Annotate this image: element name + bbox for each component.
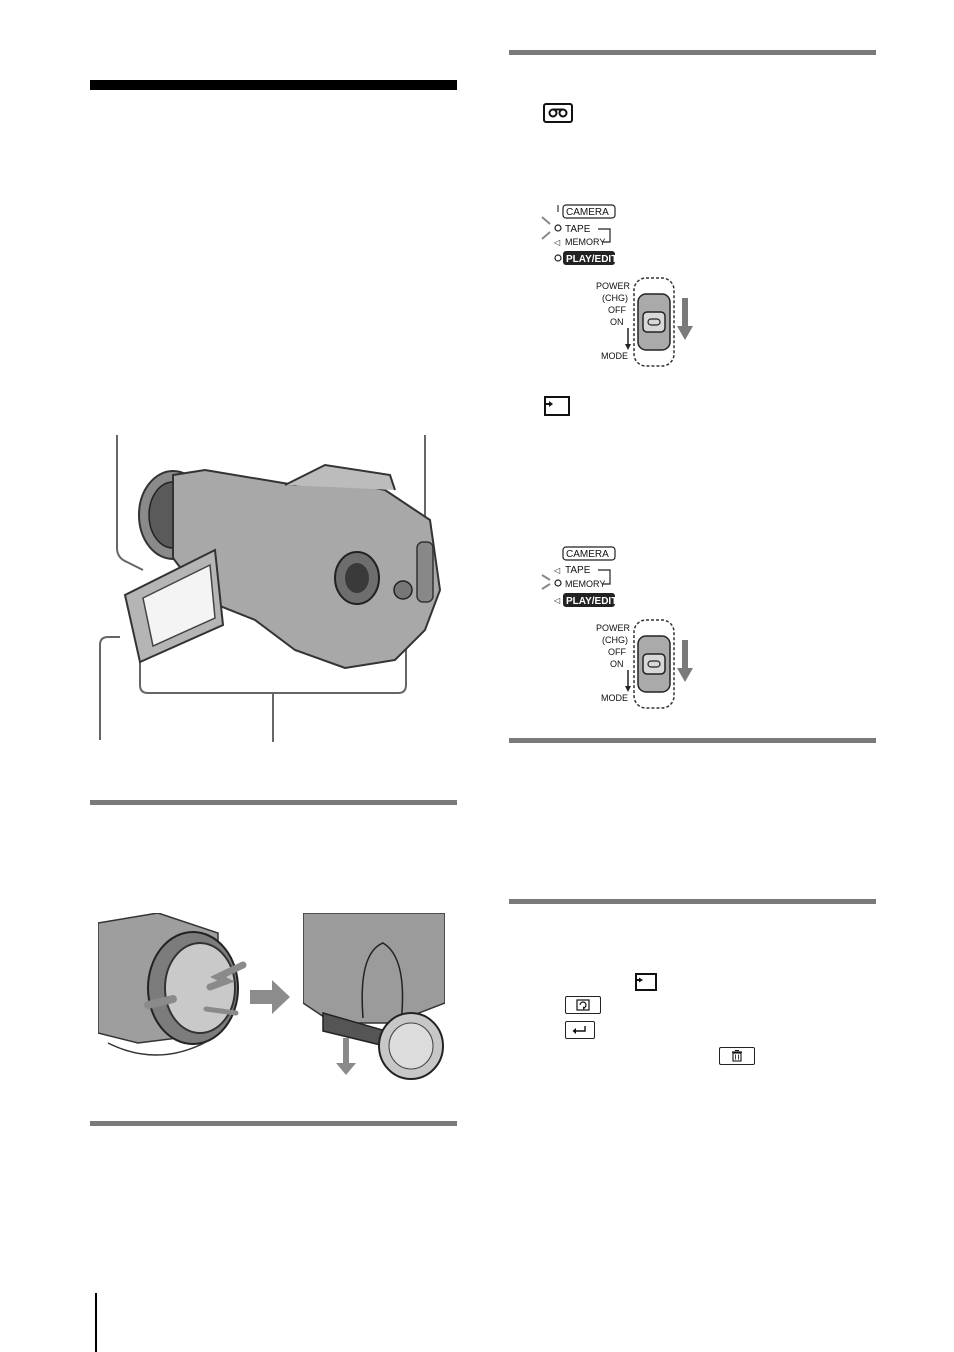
mode-lamps-tape-mode: CAMERA TAPE ◁ MEMORY PLAY/EDIT (541, 204, 617, 265)
section-header-bar-main (90, 80, 457, 90)
lens-cap-cord (107, 1040, 209, 1056)
power-switch-dial (393, 580, 413, 600)
section-divider-lens-cap (90, 800, 457, 805)
trash-icon (719, 1047, 755, 1065)
memory-indicator: ◁ (554, 238, 561, 247)
power-switch-diagram-1: POWER (CHG) OFF ON MODE (596, 277, 693, 367)
lens-cap (164, 942, 236, 1034)
off-label: OFF (608, 647, 626, 657)
viewfinder-eyepiece (345, 563, 369, 593)
chg-label: (CHG) (602, 635, 628, 645)
memory-lamp (554, 579, 562, 587)
grip-belt-body (303, 913, 445, 1024)
on-label: ON (610, 659, 624, 669)
off-label: OFF (608, 305, 626, 315)
return-icon (565, 1021, 595, 1039)
leader-line-lens (116, 435, 144, 571)
section-divider-right-middle (509, 738, 876, 743)
power-switch-diagram-2: POWER (CHG) OFF ON MODE (596, 619, 693, 709)
hanging-lens-cap-inner (388, 1022, 434, 1070)
memory-card-icon (635, 973, 657, 991)
rotate-icon (565, 996, 601, 1014)
memory-card-icon (544, 396, 570, 416)
play-edit-label-box (563, 251, 615, 265)
tape-lamp (554, 224, 562, 232)
memory-label: MEMORY (565, 579, 605, 589)
cassette-tape-icon (543, 103, 573, 123)
mode-label: MODE (601, 693, 628, 703)
next-step-arrow (250, 980, 290, 1014)
lens-cap-removal-illustration (98, 913, 278, 1065)
camera-label-box (562, 204, 616, 219)
down-arrow (336, 1038, 356, 1075)
camera-label: CAMERA (566, 207, 609, 218)
play-edit-lamp (554, 254, 562, 262)
mode-label: MODE (601, 351, 628, 361)
cap-pinch-arrow-left (144, 995, 177, 1009)
chg-label: (CHG) (602, 293, 628, 303)
side-grip (416, 541, 434, 603)
play-edit-label: PLAY/EDIT (566, 254, 617, 265)
cap-pull-arrow (203, 1006, 239, 1016)
tape-label: TAPE (565, 565, 591, 576)
section-divider-right-lower (509, 899, 876, 904)
switch-knob (642, 311, 666, 333)
lcd-screen (142, 563, 216, 648)
section-divider-mode-select (509, 50, 876, 55)
slide-down-arrow (677, 640, 693, 682)
play-edit-indicator: ◁ (554, 596, 561, 605)
tape-indicator: ◁ (554, 566, 561, 575)
power-label: POWER (596, 623, 631, 633)
section-divider-bottom-left (90, 1121, 457, 1126)
slide-down-arrow (677, 298, 693, 340)
cap-pinch-arrow-top (206, 961, 247, 991)
mode-lamps-memory-mode: CAMERA ◁ TAPE MEMORY ◁ PLAY/EDIT (541, 546, 617, 607)
play-edit-label: PLAY/EDIT (566, 596, 617, 607)
lens-cap-attach-illustration (303, 913, 445, 1080)
tape-label: TAPE (565, 224, 591, 235)
cap-cord-loop (361, 942, 404, 1024)
power-label: POWER (596, 281, 631, 291)
camcorder-illustration (99, 435, 442, 742)
camcorder-top-handle (284, 463, 396, 491)
leader-line-left-bottom (99, 636, 120, 740)
on-label: ON (610, 317, 624, 327)
memory-label: MEMORY (565, 237, 605, 247)
tape-memory-bracket (598, 228, 611, 243)
page-margin-line (95, 1293, 97, 1352)
camera-label: CAMERA (566, 549, 609, 560)
